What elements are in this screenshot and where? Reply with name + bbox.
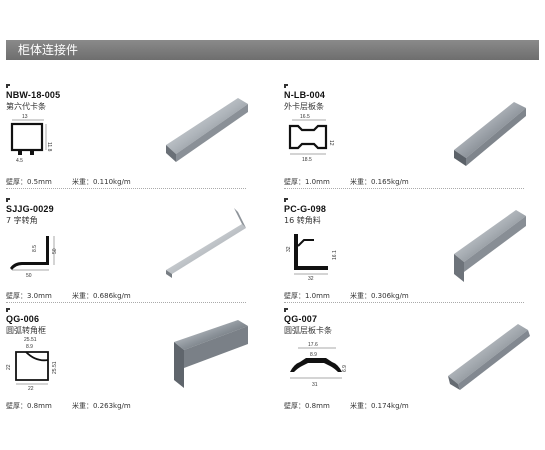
product-photo-icon: [166, 208, 246, 278]
dim-label: 16.1: [332, 250, 338, 260]
corner-mark: [6, 198, 10, 202]
dim-label: 16.5: [300, 114, 310, 120]
product-card-qg-006: QG-006 圆弧转角框 25.51 8.9 22 25.51 22 壁厚：0.…: [6, 308, 256, 416]
dim-label: 32: [308, 276, 314, 280]
profile-drawing: 16.5 12 18.5: [288, 114, 334, 163]
profile-drawing: 13 11.8 4.5: [10, 114, 52, 164]
product-code: QG-006: [6, 314, 40, 324]
corner-mark: [284, 84, 288, 88]
dim-label: 12: [328, 140, 334, 146]
product-code: NBW-18-005: [6, 90, 61, 100]
product-code: PC-G-098: [284, 204, 327, 214]
dim-label: 8.5: [32, 245, 38, 252]
product-code: N-LB-004: [284, 90, 326, 100]
divider: [284, 188, 524, 189]
product-name: 16 转角料: [284, 216, 321, 225]
product-code: SJJG-0029: [6, 204, 54, 214]
dim-label: 6.9: [342, 365, 348, 372]
product-photo-icon: [166, 98, 248, 162]
product-photo-icon: [448, 324, 530, 390]
product-name: 圆弧转角框: [6, 326, 46, 335]
corner-mark: [284, 308, 288, 312]
section-title: 柜体连接件: [18, 43, 79, 57]
dim-label: 32: [286, 246, 292, 252]
profile-drawing: 25.51 8.9 22 25.51 22: [6, 337, 58, 390]
product-name: 7 字转角: [6, 216, 38, 225]
product-name: 第六代卡条: [6, 102, 46, 111]
dim-label: 25.51: [24, 337, 37, 343]
profile-drawing: 17.6 8.9 6.9 31: [290, 342, 348, 388]
dim-label: 11.8: [46, 142, 52, 152]
corner-mark: [6, 84, 10, 88]
profile-drawing: 8.5 50 50: [10, 236, 58, 279]
divider: [6, 302, 246, 303]
dim-label: 22: [6, 364, 12, 370]
profile-drawing: 32 16.1 32: [286, 234, 338, 280]
dim-label: 22: [28, 386, 34, 390]
dim-label: 50: [26, 273, 32, 279]
product-photo-icon: [174, 320, 248, 388]
dim-label: 31: [312, 382, 318, 388]
product-photo-icon: [454, 210, 526, 282]
corner-mark: [6, 308, 10, 312]
dim-label: 13: [22, 114, 28, 120]
dim-label: 50: [52, 248, 58, 254]
corner-mark: [284, 198, 288, 202]
dim-label: 4.5: [16, 158, 23, 164]
dim-label: 17.6: [308, 342, 318, 348]
divider: [284, 302, 524, 303]
dim-label: 8.9: [310, 352, 317, 358]
product-name: 外卡层板条: [284, 102, 324, 111]
section-header: 柜体连接件: [6, 40, 539, 60]
dim-label: 8.9: [26, 344, 33, 350]
product-photo-icon: [454, 102, 526, 166]
dim-label: 18.5: [302, 157, 312, 163]
divider: [6, 188, 246, 189]
dim-label: 25.51: [52, 361, 58, 374]
product-code: QG-007: [284, 314, 318, 324]
product-name: 圆弧层板卡条: [284, 326, 332, 335]
